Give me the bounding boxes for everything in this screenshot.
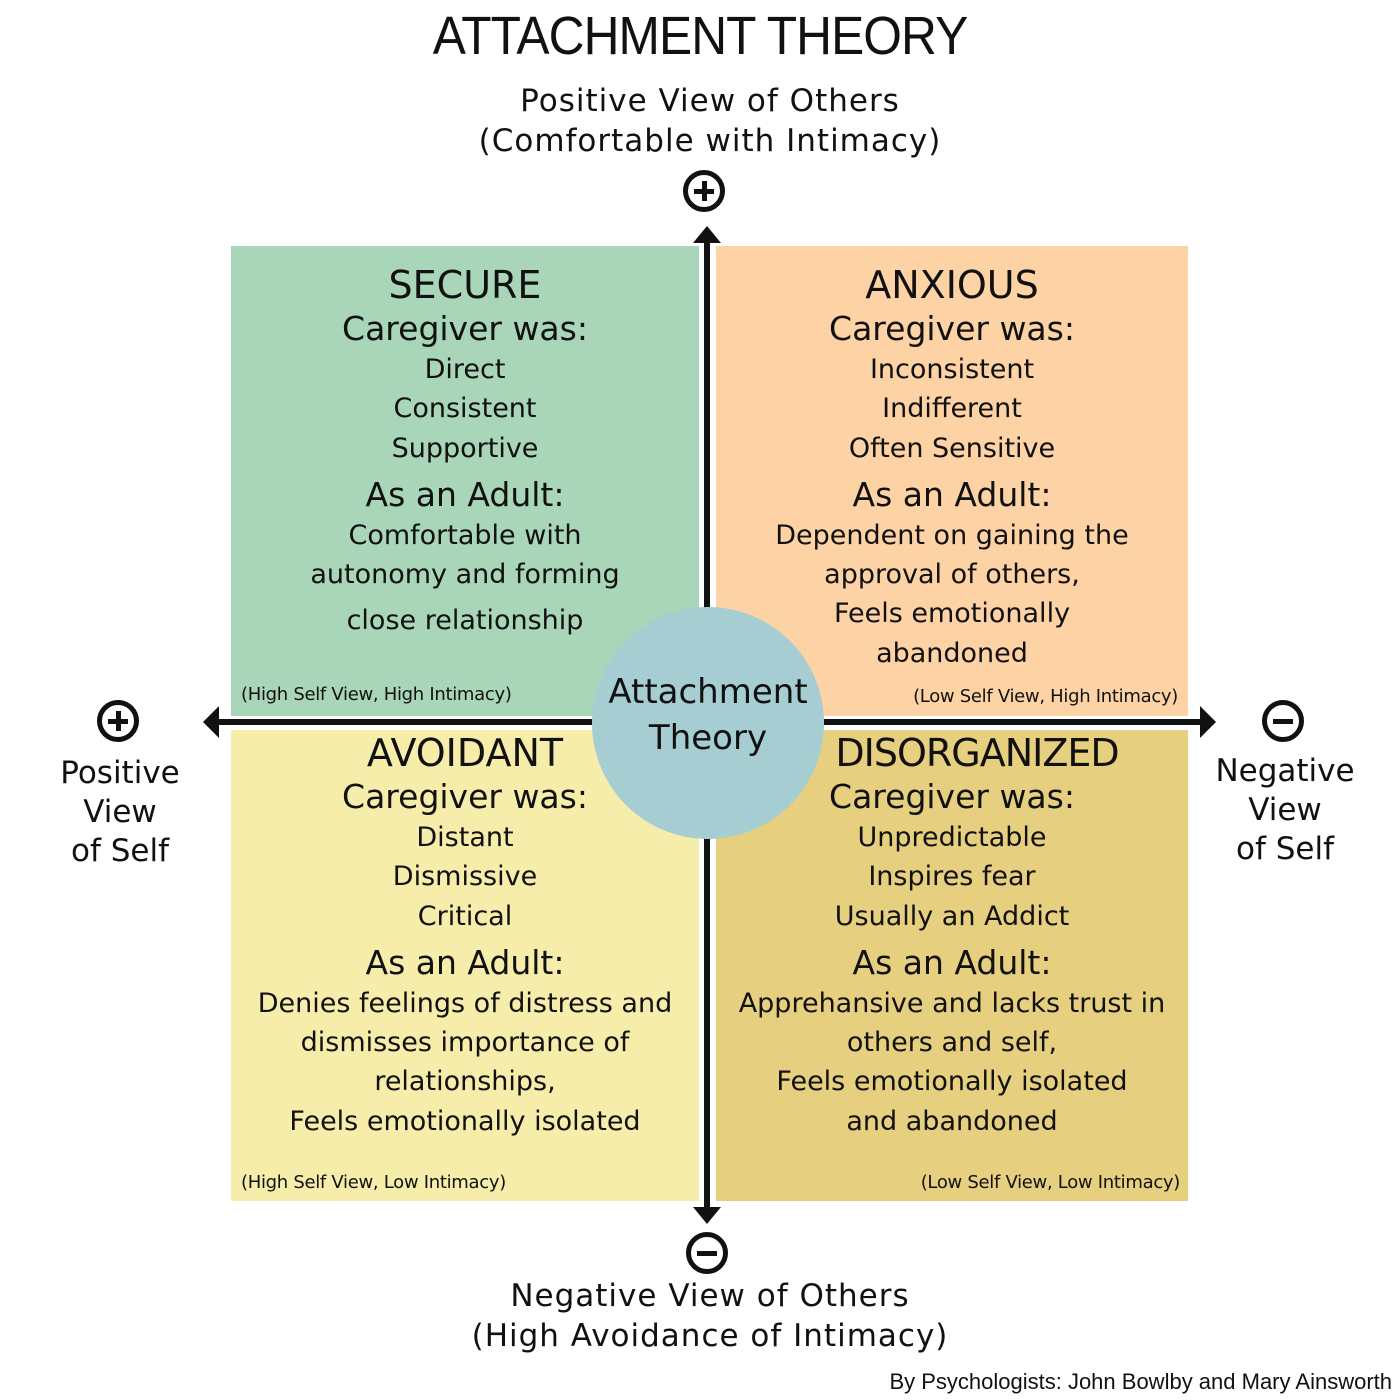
quadrant-disorganized: DISORGANIZED Caregiver was: Unpredictabl… <box>716 730 1188 1201</box>
caregiver-heading: Caregiver was: <box>342 309 588 348</box>
adult-trait: others and self, <box>846 1027 1058 1059</box>
adult-heading: As an Adult: <box>852 942 1052 982</box>
quadrant-title: DISORGANIZED <box>835 731 1119 775</box>
adult-heading: As an Adult: <box>365 474 565 514</box>
center-label-line1: Attachment <box>608 672 808 712</box>
top-axis-label-line1: Positive View of Others <box>520 83 900 119</box>
caregiver-trait: Often Sensitive <box>848 432 1056 464</box>
caregiver-heading: Caregiver was: <box>829 777 1075 816</box>
adult-trait: approval of others, <box>824 559 1080 591</box>
caregiver-trait: Distant <box>416 822 514 853</box>
minus-icon <box>686 1232 728 1274</box>
adult-trait: Feels emotionally isolated <box>289 1105 641 1137</box>
caregiver-heading: Caregiver was: <box>829 309 1075 348</box>
quadrant-footnote: (Low Self View, Low Intimacy) <box>920 1172 1181 1193</box>
adult-trait: Dependent on gaining the <box>775 519 1129 551</box>
right-axis-label: Negative View of Self <box>1185 752 1385 869</box>
adult-heading: As an Adult: <box>365 942 565 982</box>
quadrant-title: ANXIOUS <box>865 263 1039 307</box>
minus-icon <box>1262 700 1304 742</box>
adult-trait: Apprehansive and lacks trust in <box>738 987 1166 1019</box>
caregiver-trait: Dismissive <box>392 861 538 893</box>
quadrant-secure: SECURE Caregiver was: Direct Consistent … <box>231 246 699 716</box>
adult-trait: dismisses importance of <box>300 1027 630 1059</box>
left-axis-label: Positive View of Self <box>20 754 220 871</box>
adult-trait: relationships, <box>374 1066 556 1098</box>
right-axis-label-line2: View <box>1248 792 1322 828</box>
caregiver-trait: Critical <box>417 900 513 932</box>
center-label-line2: Theory <box>648 718 768 758</box>
adult-trait: Comfortable with <box>348 519 582 551</box>
caregiver-trait: Supportive <box>391 432 539 464</box>
adult-trait: autonomy and forming <box>310 559 620 591</box>
caregiver-trait: Inspires fear <box>868 861 1036 893</box>
quadrant-footnote: (Low Self View, High Intimacy) <box>913 686 1178 707</box>
quadrant-title: AVOIDANT <box>366 731 564 775</box>
adult-heading: As an Adult: <box>852 474 1052 514</box>
arrow-left-icon <box>203 706 219 738</box>
adult-trait: Feels emotionally isolated <box>776 1066 1128 1098</box>
top-axis-label-line2: (Comfortable with Intimacy) <box>478 123 942 159</box>
credit-text: By Psychologists: John Bowlby and Mary A… <box>889 1369 1392 1394</box>
adult-trait: and abandoned <box>846 1105 1058 1137</box>
adult-trait: Denies feelings of distress and <box>257 987 673 1019</box>
caregiver-trait: Indifferent <box>882 393 1022 425</box>
bottom-axis-label-line2: (High Avoidance of Intimacy) <box>471 1318 949 1354</box>
quadrant-footnote: (High Self View, Low Intimacy) <box>241 1172 506 1193</box>
adult-trait: close relationship <box>346 605 584 637</box>
arrow-right-icon <box>1200 706 1216 738</box>
left-axis-label-line2: View <box>83 794 157 830</box>
diagram-title: ATTACHMENT THEORY <box>432 6 968 66</box>
bottom-axis-label-line1: Negative View of Others <box>510 1278 910 1314</box>
caregiver-trait: Inconsistent <box>869 354 1035 385</box>
arrow-down-icon <box>693 1207 721 1224</box>
bottom-axis-label: Negative View of Others (High Avoidance … <box>290 1276 1130 1356</box>
adult-trait: abandoned <box>876 637 1028 669</box>
quadrant-title: SECURE <box>388 263 542 307</box>
left-axis-label-line1: Positive <box>60 755 180 791</box>
caregiver-trait: Consistent <box>393 393 537 425</box>
caregiver-trait: Usually an Addict <box>834 900 1070 932</box>
caregiver-trait: Unpredictable <box>857 822 1047 853</box>
quadrant-avoidant: AVOIDANT Caregiver was: Distant Dismissi… <box>231 730 699 1201</box>
right-axis-label-line3: of Self <box>1235 831 1334 867</box>
arrow-up-icon <box>693 226 721 243</box>
caregiver-heading: Caregiver was: <box>342 777 588 816</box>
top-axis-label: Positive View of Others (Comfortable wit… <box>300 81 1120 161</box>
caregiver-trait: Direct <box>424 354 506 385</box>
plus-icon <box>97 700 139 742</box>
center-circle: Attachment Theory <box>592 607 824 839</box>
quadrant-footnote: (High Self View, High Intimacy) <box>241 684 512 705</box>
plus-icon <box>683 170 725 212</box>
quadrant-anxious: ANXIOUS Caregiver was: Inconsistent Indi… <box>716 246 1188 716</box>
left-axis-label-line3: of Self <box>70 833 169 869</box>
adult-trait: Feels emotionally <box>833 598 1071 630</box>
right-axis-label-line1: Negative <box>1215 753 1355 789</box>
